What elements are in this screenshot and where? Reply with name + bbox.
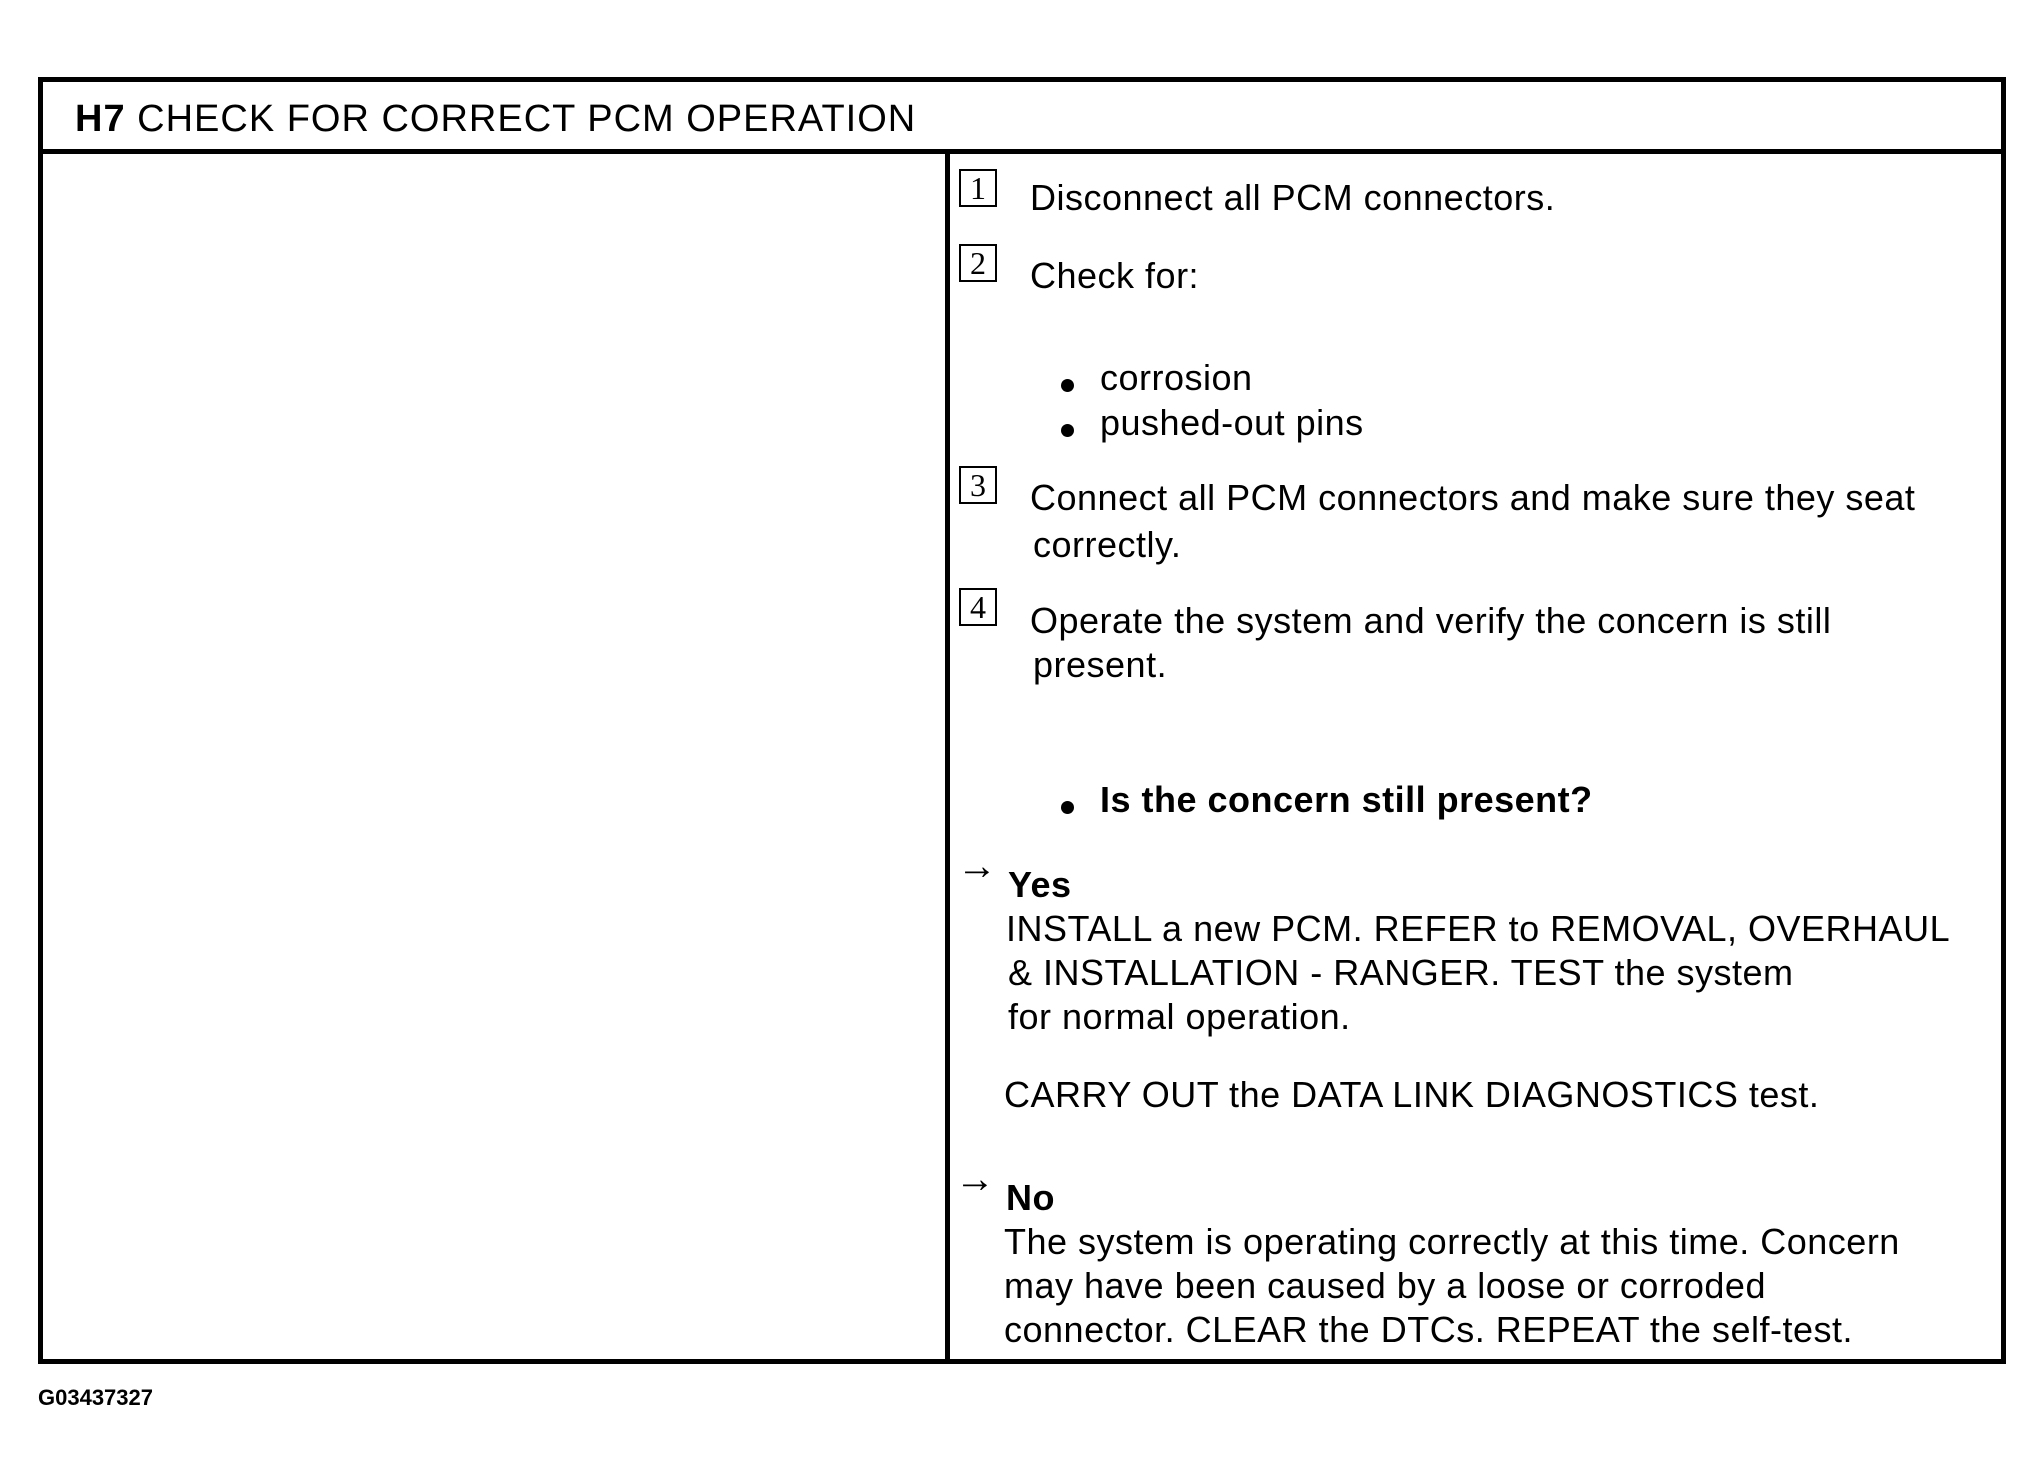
step-4-text-line-2: present. (1033, 644, 1168, 685)
check-item-pushed-out-pins: pushed-out pins (1100, 402, 1364, 443)
figure-code: G03437327 (38, 1385, 153, 1410)
step-2-text: Check for: (1030, 255, 1200, 296)
yes-extra-text: CARRY OUT the DATA LINK DIAGNOSTICS test… (1004, 1074, 1820, 1115)
no-text-line-3: connector. CLEAR the DTCs. REPEAT the se… (1004, 1309, 1853, 1350)
step-title: CHECK FOR CORRECT PCM OPERATION (137, 98, 917, 140)
yes-text-line-1: INSTALL a new PCM. REFER to REMOVAL, OVE… (1006, 908, 1951, 949)
step-4-number-box: 4 (959, 588, 997, 626)
right-arrow-icon: → (957, 844, 997, 888)
question-text: Is the concern still present? (1100, 779, 1593, 820)
no-label: No (1006, 1177, 1055, 1218)
instructions-panel: 1 Disconnect all PCM connectors. 2 Check… (950, 154, 2006, 1364)
check-item-corrosion: corrosion (1100, 357, 1253, 398)
step-1-text: Disconnect all PCM connectors. (1030, 177, 1556, 218)
column-divider (945, 154, 950, 1364)
step-code: H7 (75, 98, 126, 140)
no-text-line-2: may have been caused by a loose or corro… (1004, 1265, 1766, 1306)
step-3-text-line-1: Connect all PCM connectors and make sure… (1030, 477, 1916, 518)
bullet-icon (1061, 379, 1074, 392)
bullet-icon (1061, 424, 1074, 437)
table-header: H7 CHECK FOR CORRECT PCM OPERATION (43, 82, 2001, 154)
step-3-number-box: 3 (959, 466, 997, 504)
step-3-text-line-2: correctly. (1033, 524, 1182, 565)
yes-label: Yes (1008, 864, 1072, 905)
page-title: H7 CHECK FOR CORRECT PCM OPERATION (75, 98, 916, 141)
procedure-table: H7 CHECK FOR CORRECT PCM OPERATION 1 Dis… (38, 77, 2006, 1364)
step-1-number-box: 1 (959, 169, 997, 207)
step-4-text-line-1: Operate the system and verify the concer… (1030, 600, 1832, 641)
bullet-icon (1061, 801, 1074, 814)
no-text-line-1: The system is operating correctly at thi… (1004, 1221, 1900, 1262)
yes-text-line-3: for normal operation. (1008, 996, 1351, 1037)
step-2-number-box: 2 (959, 244, 997, 282)
right-arrow-icon: → (955, 1157, 995, 1201)
yes-text-line-2: & INSTALLATION - RANGER. TEST the system (1008, 952, 1794, 993)
